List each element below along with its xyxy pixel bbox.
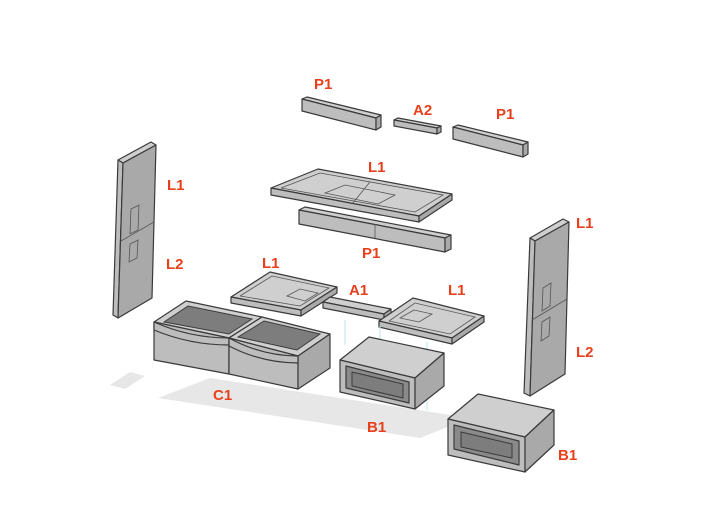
- floor-shadows: [110, 372, 470, 438]
- label-a2: A2: [413, 102, 432, 119]
- part-l1-small-right-shelf: [378, 297, 485, 345]
- label-l1-left-panel: L1: [167, 177, 185, 194]
- label-b1-center: B1: [367, 419, 386, 436]
- part-b1-center: [339, 336, 445, 410]
- part-right-tall-panel: [523, 218, 570, 397]
- label-l2-right-panel: L2: [576, 344, 594, 361]
- label-p1-top-left: P1: [314, 76, 332, 93]
- part-labels: P1 A2 P1 L1 P1 L1 L2 L1 A1 L1 L1 L2 C1 B…: [166, 76, 594, 464]
- part-c1-drawer-right: [228, 316, 331, 390]
- part-a1: [322, 296, 392, 321]
- part-p1-center: [298, 206, 452, 253]
- label-p1-top-right: P1: [496, 106, 514, 123]
- part-l1-small-left-shelf: [230, 271, 338, 317]
- part-a2: [393, 117, 442, 135]
- label-b1-right: B1: [558, 447, 577, 464]
- part-p1-top-right: [452, 124, 529, 158]
- part-p1-top-left: [301, 96, 382, 131]
- label-l1-small-left: L1: [262, 255, 280, 272]
- label-p1-center: P1: [362, 245, 380, 262]
- label-l1-small-right: L1: [448, 282, 466, 299]
- label-c1: C1: [213, 387, 232, 404]
- label-l1-center: L1: [368, 159, 386, 176]
- label-l2-left-panel: L2: [166, 256, 184, 273]
- part-l1-center-shelf: [270, 168, 453, 223]
- part-c1-drawer-left: [153, 300, 263, 375]
- part-left-tall-panel: [112, 141, 157, 319]
- label-l1-right-panel: L1: [576, 215, 594, 232]
- part-b1-right: [447, 393, 555, 473]
- label-a1: A1: [349, 282, 368, 299]
